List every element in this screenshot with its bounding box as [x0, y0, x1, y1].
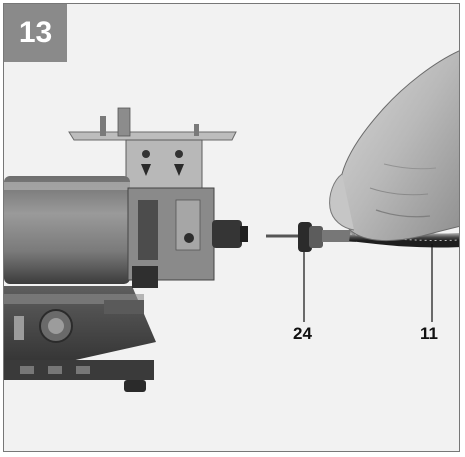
- flexible-shaft-connector-icon: [266, 222, 356, 322]
- bench-grinder-icon: [4, 107, 248, 392]
- hand-icon: [329, 50, 459, 242]
- assembly-photo: [4, 4, 459, 451]
- callout-label-11: 11: [420, 324, 438, 343]
- figure-number-badge: 13: [4, 4, 67, 62]
- callout-label-24: 24: [293, 324, 312, 343]
- figure-frame: 13: [3, 3, 460, 452]
